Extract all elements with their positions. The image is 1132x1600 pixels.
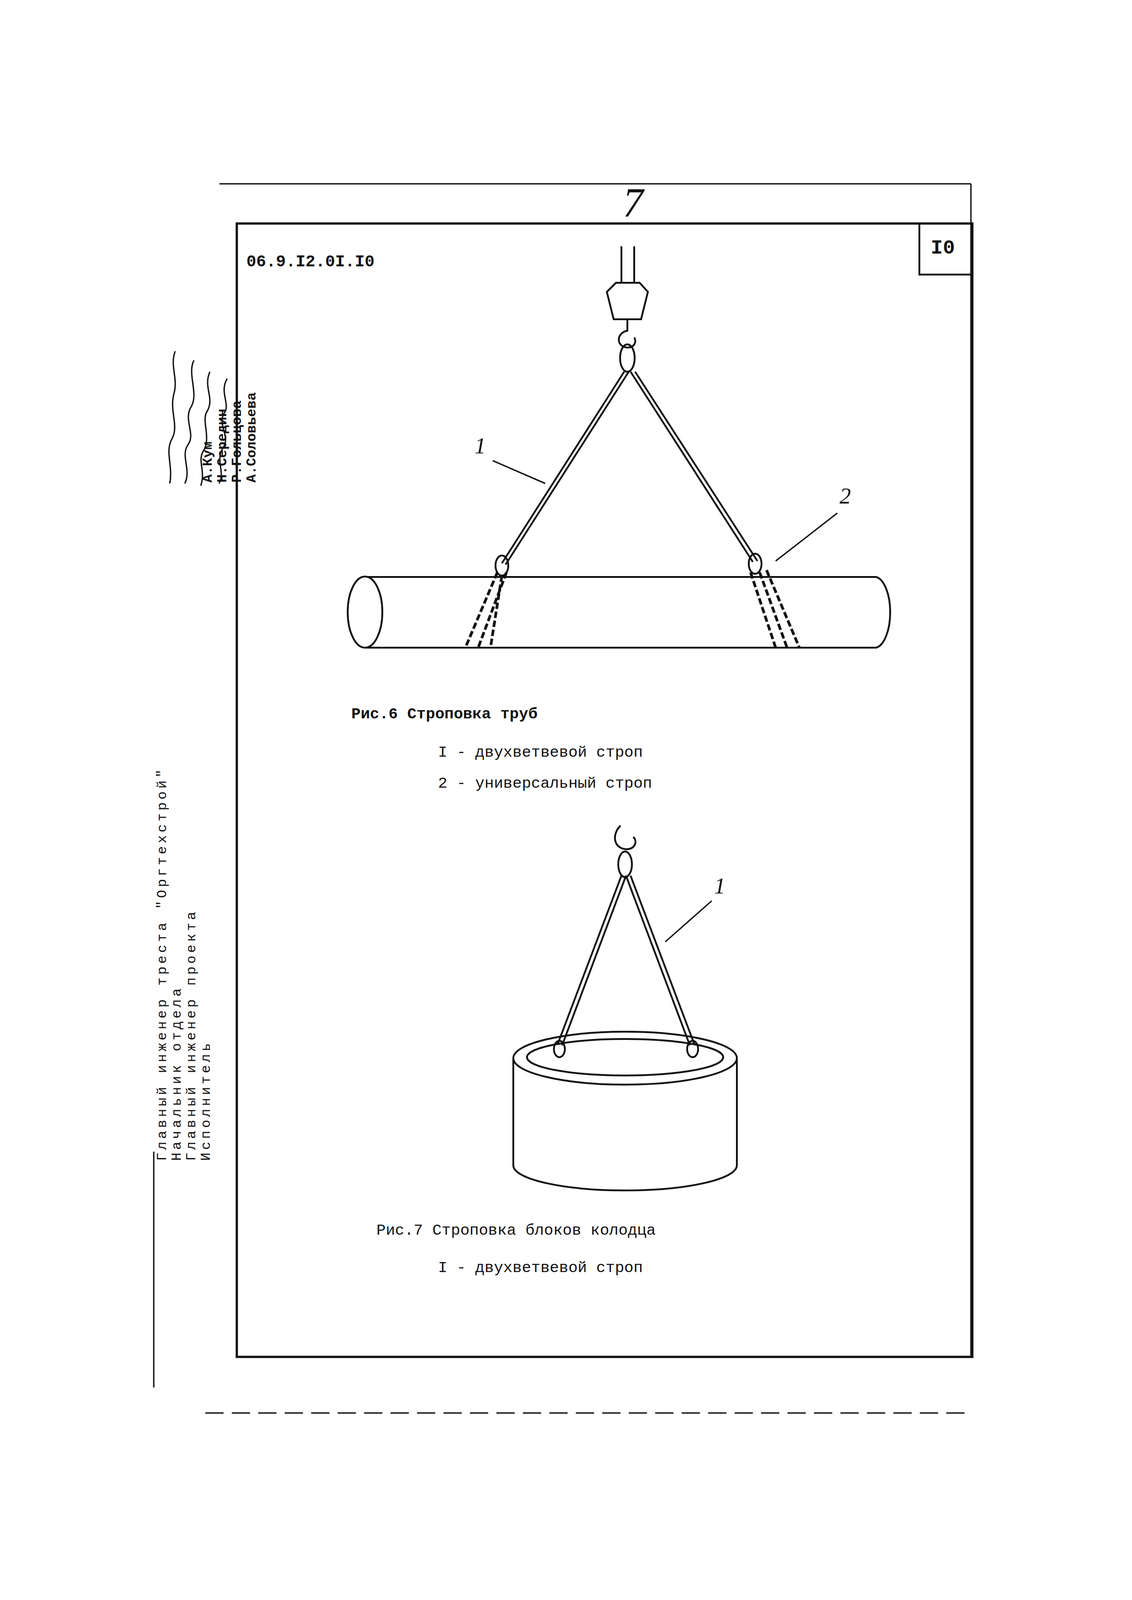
sheet-number: I0 xyxy=(930,237,955,260)
callout-number: 1 xyxy=(474,433,486,459)
legend-item: 2 - универсальный строп xyxy=(438,775,653,793)
staff-name: А.Соловьева xyxy=(244,392,260,483)
staff-name: Р.Гольцова xyxy=(229,400,246,483)
staff-title: Главный инженер треста "Оргтехстрой" xyxy=(155,766,171,1162)
legend-item: I - двухветвевой строп xyxy=(438,1260,643,1278)
callout-number: 2 xyxy=(839,483,851,509)
pipe-sling-figure xyxy=(347,246,891,648)
callout-number: 1 xyxy=(714,873,726,899)
page-number: 7 xyxy=(622,180,644,226)
figure-caption: Рис.6 Строповка труб xyxy=(351,706,538,724)
staff-title: Начальник отдела xyxy=(169,985,185,1162)
staff-name: Н.Середин xyxy=(215,408,231,483)
document-code: 06.9.I2.0I.I0 xyxy=(246,253,375,272)
legend-item: I - двухветвевой строп xyxy=(438,744,643,762)
ring-sling-figure xyxy=(513,825,737,1191)
figure-caption: Рис.7 Строповка блоков колодца xyxy=(376,1222,656,1240)
frame xyxy=(153,183,973,1414)
staff-title: Исполнитель xyxy=(198,1040,214,1162)
staff-title: Главный инженер проекта xyxy=(184,909,200,1162)
staff-name: А.Кум xyxy=(200,441,216,483)
